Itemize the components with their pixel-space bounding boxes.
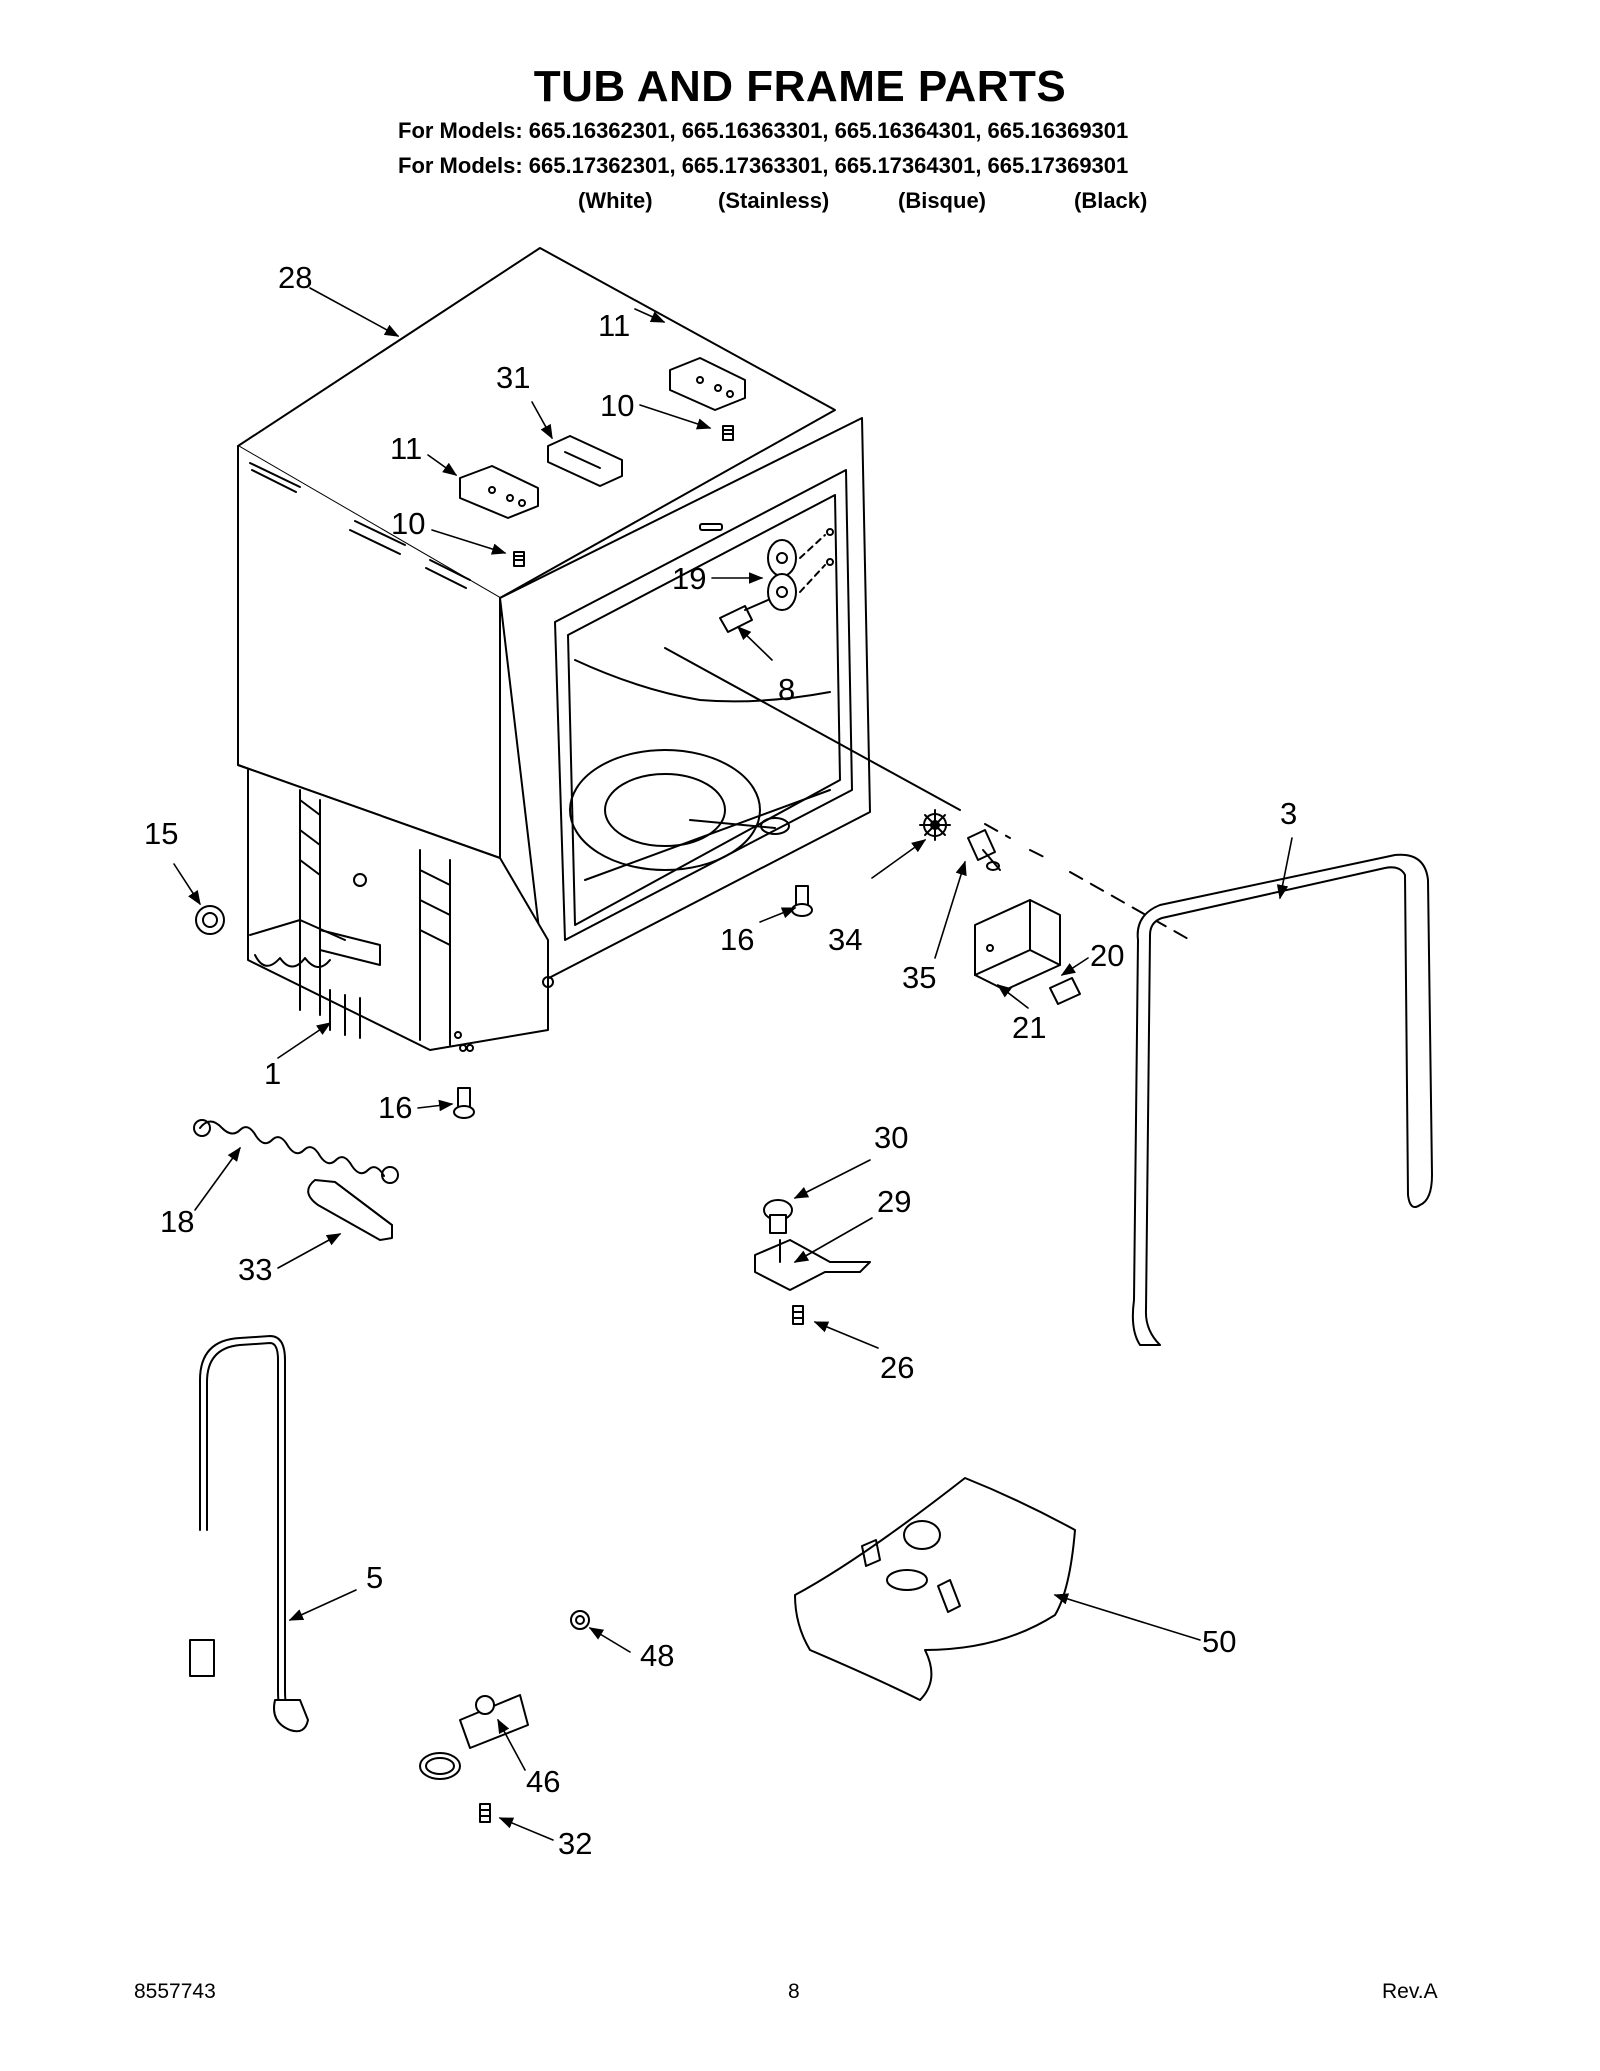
callout-3: 3 bbox=[1280, 796, 1298, 831]
foot-part-16-upper bbox=[791, 885, 813, 917]
callout-11-lower: 11 bbox=[390, 431, 423, 466]
screw-part-26 bbox=[792, 1305, 804, 1325]
roller-assembly-part-19 bbox=[767, 528, 834, 611]
switch-part-30 bbox=[763, 1199, 793, 1234]
pad-part-33 bbox=[307, 1179, 393, 1241]
callout-26: 26 bbox=[880, 1350, 915, 1385]
color-label-stainless: (Stainless) bbox=[718, 188, 830, 213]
page-number: 8 bbox=[788, 1980, 800, 2003]
color-label-black: (Black) bbox=[1074, 188, 1148, 213]
callout-15: 15 bbox=[144, 816, 179, 851]
callout-19: 19 bbox=[672, 561, 707, 596]
callout-20: 20 bbox=[1090, 938, 1125, 973]
callout-34: 34 bbox=[828, 922, 863, 957]
bracket-part-21 bbox=[974, 899, 1061, 991]
clip-part-31 bbox=[547, 435, 623, 487]
callout-32: 32 bbox=[558, 1826, 593, 1861]
bracket-part-29 bbox=[754, 1239, 871, 1291]
callout-48: 48 bbox=[640, 1638, 675, 1673]
page-title: TUB AND FRAME PARTS bbox=[533, 62, 1067, 111]
callout-16-lower: 16 bbox=[378, 1090, 413, 1125]
callout-16-upper: 16 bbox=[720, 922, 755, 957]
callout-10-lower: 10 bbox=[391, 506, 426, 541]
door-gasket-part-3 bbox=[1131, 853, 1433, 1346]
callout-21: 21 bbox=[1012, 1010, 1047, 1045]
screw-part-32 bbox=[479, 1803, 491, 1823]
model-list-line-2: For Models: 665.17362301, 665.17363301, … bbox=[398, 153, 1129, 178]
callout-10-upper: 10 bbox=[600, 388, 635, 423]
callout-1: 1 bbox=[264, 1056, 282, 1091]
screw-part-20 bbox=[1049, 977, 1081, 1005]
callout-46: 46 bbox=[526, 1764, 561, 1799]
bracket-part-11-lower bbox=[459, 465, 539, 519]
bracket-part-11-upper bbox=[669, 357, 746, 411]
color-label-bisque: (Bisque) bbox=[898, 188, 986, 213]
parts-bag-part-50 bbox=[794, 1477, 1076, 1701]
callout-30: 30 bbox=[874, 1120, 909, 1155]
screw-part-10-lower bbox=[513, 551, 525, 567]
callout-35: 35 bbox=[902, 960, 937, 995]
callout-18: 18 bbox=[160, 1204, 195, 1239]
model-list-line-1: For Models: 665.16362301, 665.16363301, … bbox=[398, 118, 1129, 143]
wire-harness-part-5 bbox=[189, 1335, 309, 1733]
screw-part-8 bbox=[719, 599, 769, 633]
callout-33: 33 bbox=[238, 1252, 273, 1287]
callout-31: 31 bbox=[496, 360, 531, 395]
clip-part-48 bbox=[570, 1610, 590, 1630]
callout-28: 28 bbox=[278, 260, 313, 295]
callout-11-upper: 11 bbox=[598, 308, 631, 343]
foot-part-16-lower bbox=[453, 1087, 475, 1119]
gear-part-34 bbox=[919, 809, 951, 841]
spring-part-18 bbox=[193, 1119, 399, 1184]
screw-part-10-upper bbox=[722, 425, 734, 441]
callout-50: 50 bbox=[1202, 1624, 1237, 1659]
base-part-1 bbox=[237, 764, 554, 1052]
screw-part-35 bbox=[967, 829, 1001, 871]
revision-label: Rev.A bbox=[1382, 1980, 1438, 2003]
clamp-part-46 bbox=[419, 1694, 529, 1780]
document-number: 8557743 bbox=[134, 1980, 216, 2003]
callout-29: 29 bbox=[877, 1184, 912, 1219]
callout-8: 8 bbox=[778, 672, 796, 707]
grommet-part-15 bbox=[195, 905, 225, 935]
callout-5: 5 bbox=[366, 1560, 384, 1595]
callout-leaders bbox=[173, 287, 1293, 1841]
tub-wrap-part-28 bbox=[237, 247, 836, 859]
color-label-white: (White) bbox=[578, 188, 653, 213]
